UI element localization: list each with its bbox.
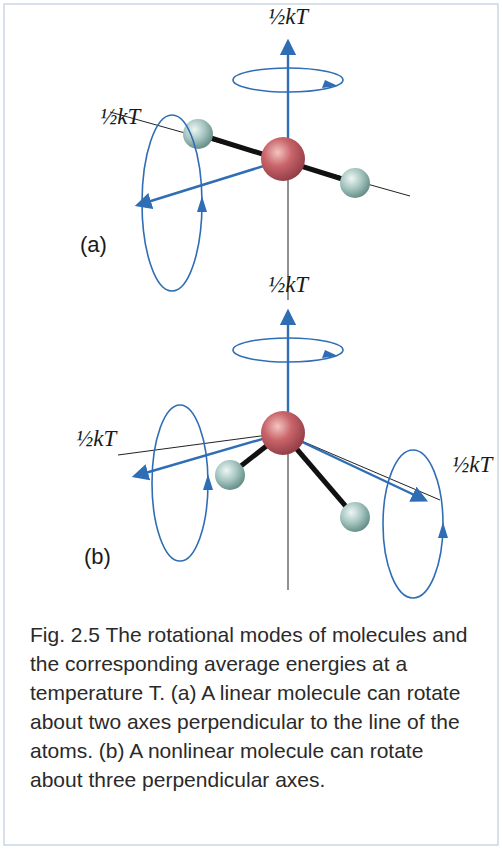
panel-label: (b) — [84, 544, 111, 570]
nonlinear-molecule — [112, 312, 448, 598]
figure-caption: Fig. 2.5 The rotational modes of molecul… — [30, 620, 475, 794]
energy-label: ½kT — [452, 452, 492, 478]
energy-label: ½kT — [100, 104, 140, 130]
figure-frame — [4, 4, 498, 845]
energy-label: ½kT — [76, 426, 116, 452]
energy-label: ½kT — [268, 272, 308, 298]
linear-molecule — [110, 42, 410, 300]
panel-label: (a) — [80, 232, 107, 258]
energy-label: ½kT — [268, 4, 308, 30]
